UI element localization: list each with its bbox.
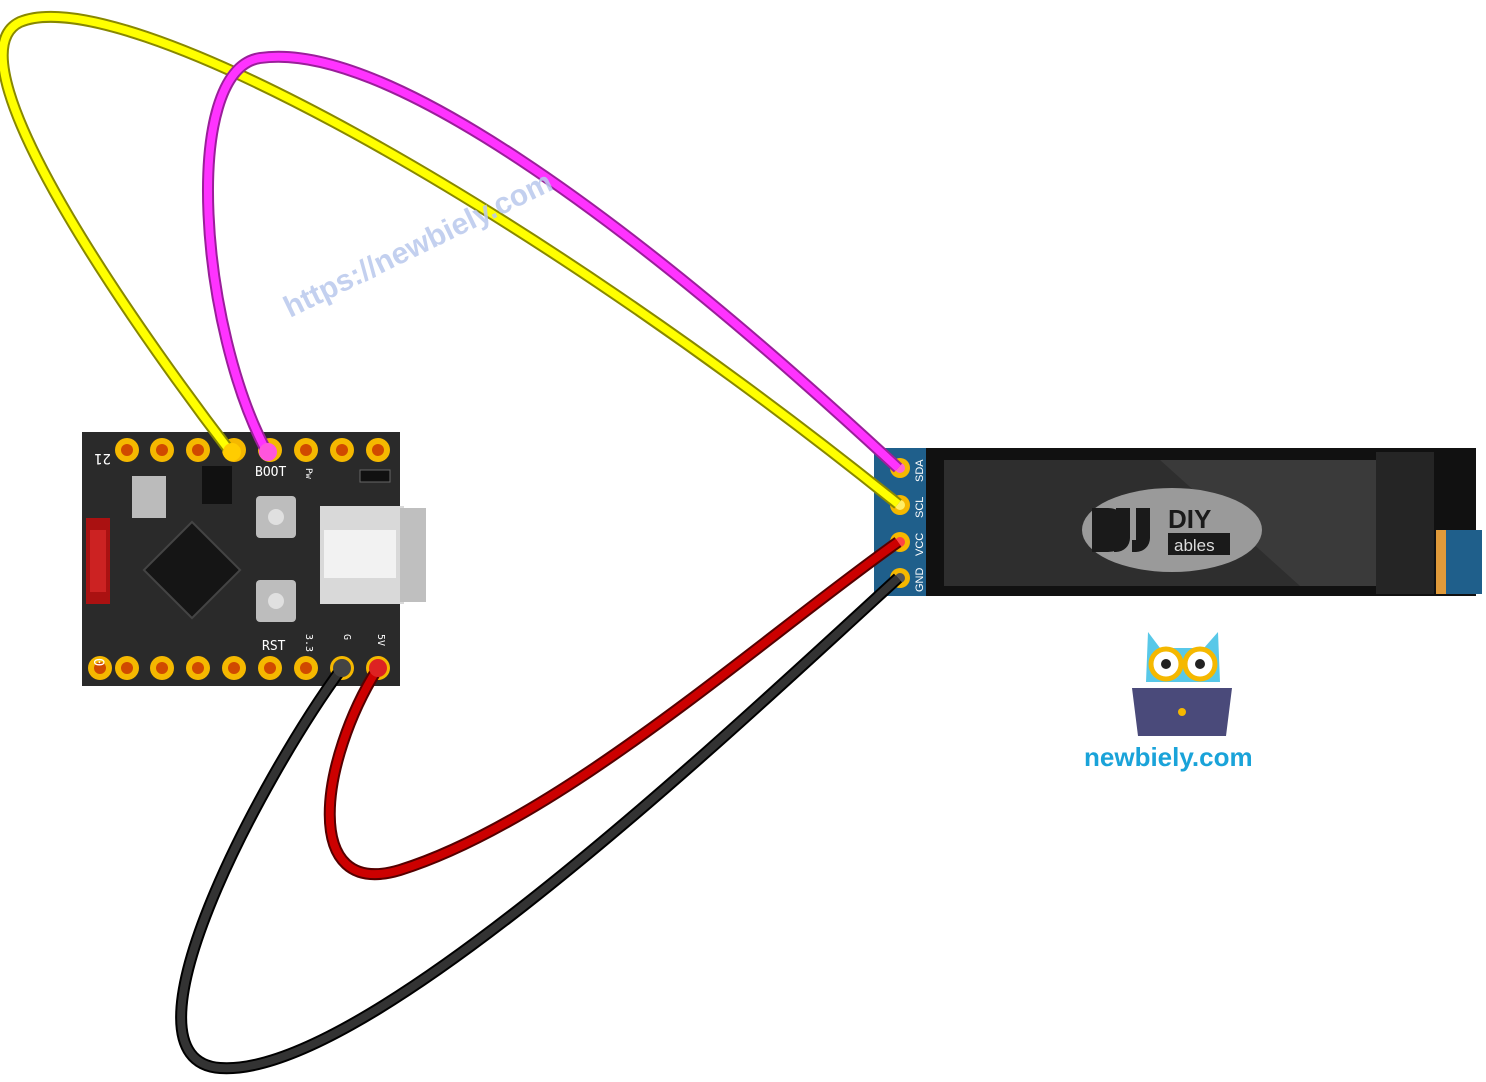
sda-wire-outline — [0, 10, 902, 509]
board-mcu-chip — [142, 520, 242, 620]
esp32-board: 21 BOOT Pw RST 3.3 G 5V 0 — [82, 432, 426, 686]
scl-wire[interactable] — [204, 52, 901, 471]
silk-rst: RST — [262, 639, 286, 654]
wire-end-gnd-board — [333, 659, 351, 677]
oled-module: SDA SCL VCC GND DIY ables — [874, 448, 1482, 596]
boot-button[interactable] — [256, 496, 296, 538]
bottom-pad-hole-3 — [192, 662, 204, 674]
wire-end-scl-board — [259, 443, 277, 461]
top-pad-hole-6 — [372, 444, 384, 456]
silk-5v: 5V — [375, 634, 386, 646]
logo-text-ables: ables — [1174, 536, 1215, 555]
diyables-logo: DIY ables — [1082, 488, 1262, 572]
usb-c-port[interactable] — [320, 506, 426, 604]
bottom-pad-hole-5 — [264, 662, 276, 674]
top-pad-hole-4 — [300, 444, 312, 456]
oled-flex-area — [1376, 452, 1434, 594]
oled-glare — [1160, 460, 1376, 586]
vcc-wire[interactable] — [325, 538, 901, 879]
top-pad-hole-1 — [192, 444, 204, 456]
silk-3v3: 3.3 — [303, 634, 314, 652]
wire-end-vcc-board — [369, 659, 387, 677]
owl-laptop-icon — [1132, 632, 1232, 736]
board-led — [359, 469, 391, 483]
silk-pin-0: 0 — [90, 658, 106, 666]
top-pad-hole-5 — [336, 444, 348, 456]
oled-label-gnd: GND — [914, 568, 926, 593]
silk-pin-21: 21 — [94, 450, 111, 466]
top-pad-hole-0 — [156, 444, 168, 456]
bottom-pad-hole-2 — [156, 662, 168, 674]
silk-pwr: Pw — [303, 468, 313, 479]
bottom-pad-hole-4 — [228, 662, 240, 674]
oled-flex-edge — [1436, 530, 1446, 594]
board-antenna-chip — [132, 476, 166, 518]
oled-label-sda: SDA — [914, 459, 926, 482]
logo-text-diy: DIY — [1168, 504, 1211, 534]
watermark-text: https://newbiely.com — [279, 166, 558, 325]
gnd-wire[interactable] — [177, 575, 901, 1073]
bottom-pad-hole-6 — [300, 662, 312, 674]
bottom-pad-hole-1 — [121, 662, 133, 674]
brand-site-text: newbiely.com — [1084, 742, 1253, 772]
bottom-pad-hole-0 — [94, 662, 106, 674]
oled-label-vcc: VCC — [914, 533, 926, 556]
wire-end-sda-board — [223, 443, 241, 461]
silk-boot: BOOT — [255, 465, 286, 480]
sda-wire[interactable] — [0, 12, 901, 508]
oled-label-scl: SCL — [914, 497, 926, 518]
board-top-pads — [115, 438, 139, 462]
silk-g: G — [341, 634, 352, 640]
board-regulator-chip — [202, 466, 232, 504]
scl-wire-outline — [202, 50, 903, 473]
rst-button[interactable] — [256, 580, 296, 622]
